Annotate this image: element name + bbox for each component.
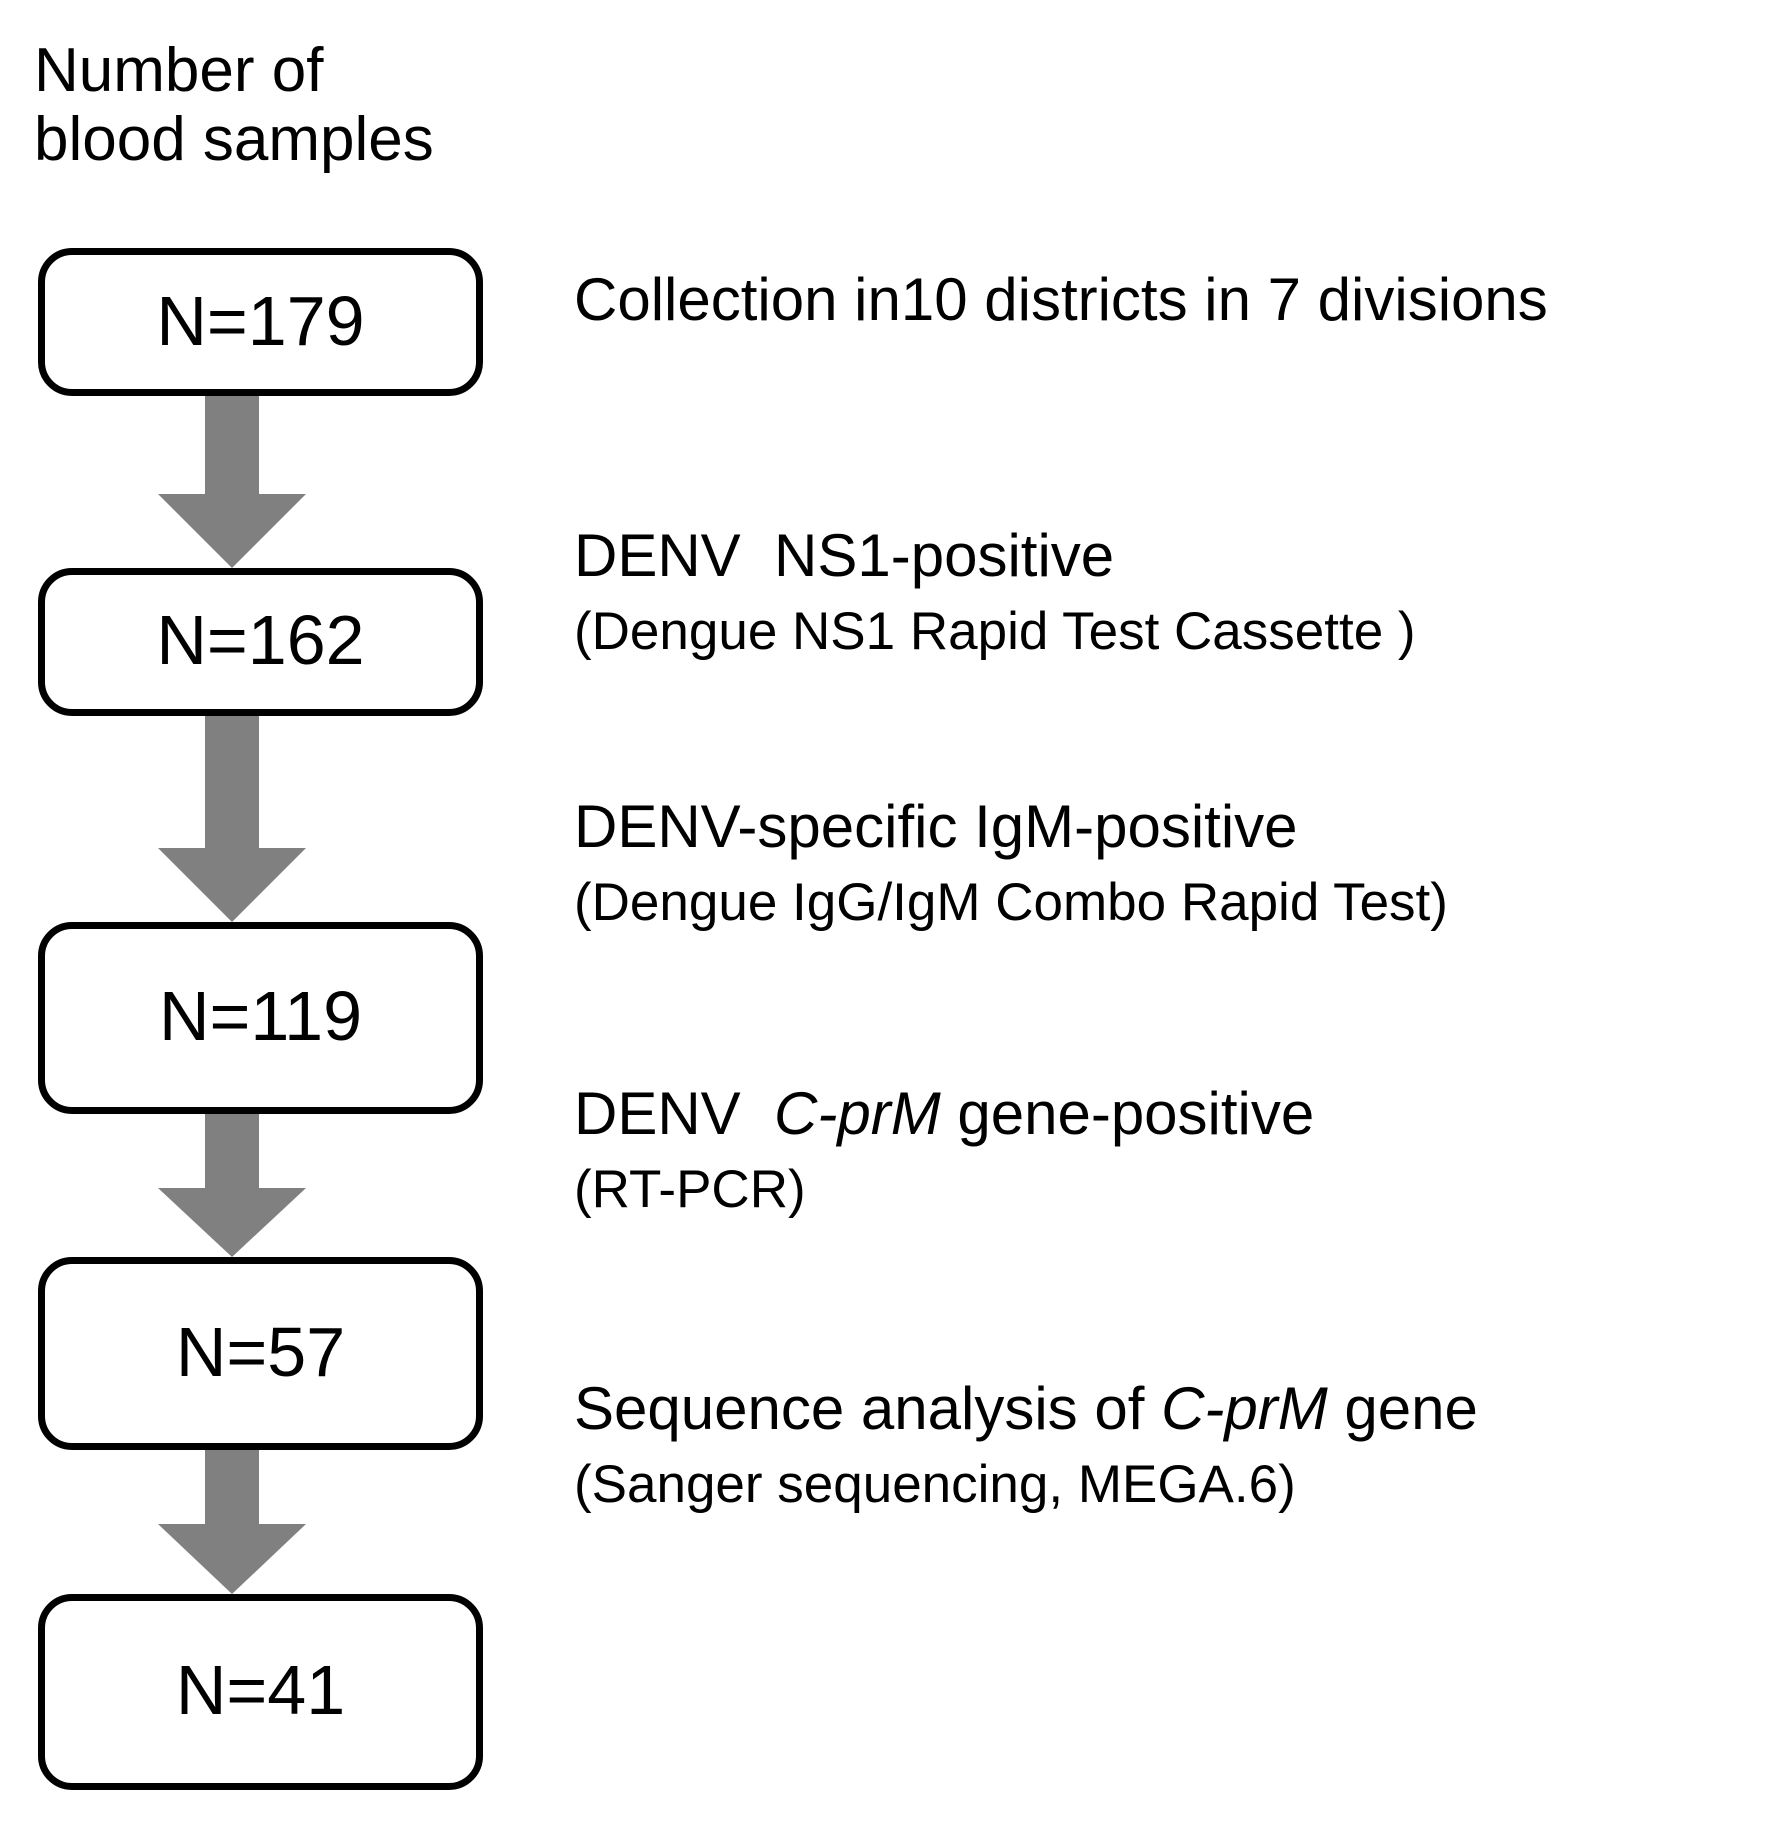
flow-description-main-suffix: gene-positive — [940, 1080, 1315, 1147]
flow-box-step-4: N=57 — [38, 1257, 483, 1450]
flow-description-sub: (Dengue NS1 Rapid Test Cassette ) — [574, 601, 1416, 661]
flow-description-step-4: DENV C-prM gene-positive (RT-PCR) — [574, 1080, 1764, 1219]
flow-box-step-1: N=179 — [38, 248, 483, 396]
flow-description-main: Collection in10 districts in 7 divisions — [574, 266, 1548, 333]
flow-description-step-5: Sequence analysis of C-prM gene (Sanger … — [574, 1375, 1764, 1514]
flow-description-main-prefix: DENV — [574, 1080, 775, 1147]
flow-description-step-2: DENV NS1-positive (Dengue NS1 Rapid Test… — [574, 522, 1764, 661]
flow-description-main: DENV C-prM gene-positive — [574, 1080, 1764, 1147]
flow-arrow-down-icon-4 — [158, 1450, 306, 1594]
flow-description-step-3: DENV-specific IgM-positive (Dengue IgG/I… — [574, 793, 1764, 932]
flow-box-label: N=41 — [175, 1651, 346, 1729]
flow-box-label: N=57 — [175, 1312, 346, 1391]
flow-box-label: N=162 — [156, 601, 365, 679]
flow-description-sub: (RT-PCR) — [574, 1159, 806, 1219]
flow-description-main: Sequence analysis of C-prM gene — [574, 1375, 1764, 1442]
flow-box-label: N=119 — [158, 977, 363, 1055]
flow-description-sub: (Sanger sequencing, MEGA.6) — [574, 1454, 1296, 1514]
flow-box-step-2: N=162 — [38, 568, 483, 716]
flow-box-label: N=179 — [156, 282, 365, 360]
gene-name-italic: C-prM — [1161, 1375, 1328, 1442]
flow-description-main: DENV NS1-positive — [574, 522, 1115, 589]
flow-arrow-down-icon-1 — [158, 396, 306, 568]
flow-box-step-3: N=119 — [38, 922, 483, 1114]
flow-description-main-prefix: Sequence analysis of — [574, 1375, 1162, 1442]
flow-description-step-1: Collection in10 districts in 7 divisions — [574, 266, 1764, 333]
flow-description-sub: (Dengue IgG/IgM Combo Rapid Test) — [574, 872, 1448, 932]
flow-box-step-5: N=41 — [38, 1594, 483, 1790]
gene-name-italic: C-prM — [774, 1080, 941, 1147]
flow-arrow-down-icon-2 — [158, 716, 306, 922]
page-title: Number of blood samples — [34, 36, 434, 175]
flow-description-main-suffix: gene — [1327, 1375, 1478, 1442]
flow-arrow-down-icon-3 — [158, 1114, 306, 1257]
flow-description-main: DENV-specific IgM-positive — [574, 793, 1298, 860]
